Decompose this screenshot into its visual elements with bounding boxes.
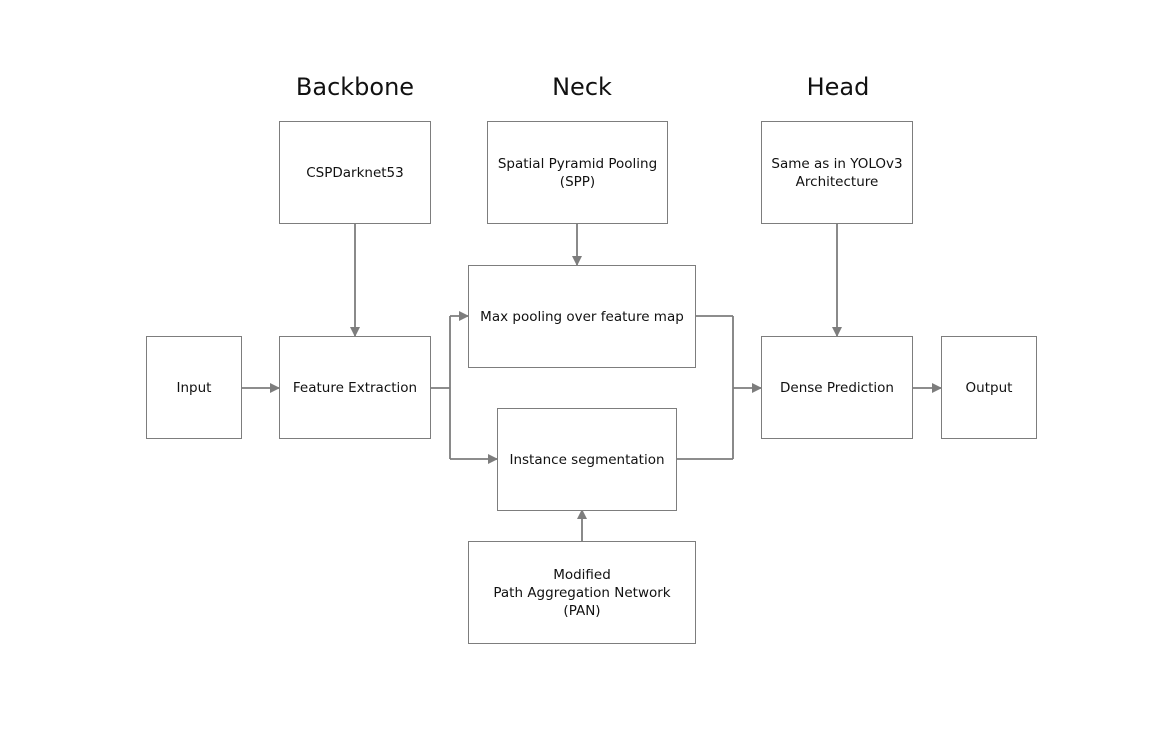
node-spp: Spatial Pyramid Pooling (SPP) — [487, 121, 668, 224]
node-instance-segmentation: Instance segmentation — [497, 408, 677, 511]
header-neck: Neck — [552, 73, 612, 101]
node-feature-extraction: Feature Extraction — [279, 336, 431, 439]
node-dense-prediction: Dense Prediction — [761, 336, 913, 439]
node-input: Input — [146, 336, 242, 439]
node-max-pooling: Max pooling over feature map — [468, 265, 696, 368]
header-head: Head — [806, 73, 870, 101]
node-yolov3-architecture: Same as in YOLOv3 Architecture — [761, 121, 913, 224]
header-backbone: Backbone — [295, 73, 415, 101]
node-pan: Modified Path Aggregation Network (PAN) — [468, 541, 696, 644]
node-cspdarknet53: CSPDarknet53 — [279, 121, 431, 224]
node-output: Output — [941, 336, 1037, 439]
